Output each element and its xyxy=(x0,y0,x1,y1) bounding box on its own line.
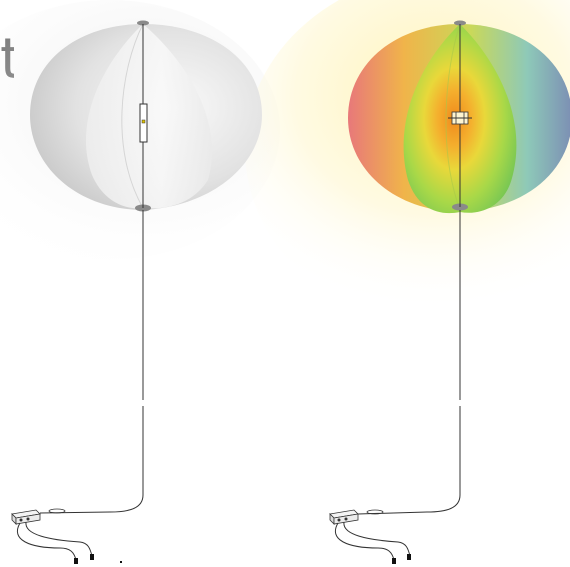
unlit-tether xyxy=(39,210,144,514)
lit-tether xyxy=(357,210,461,515)
unlit-balloon-front-lobe xyxy=(85,24,213,209)
lit-lamp-fixture xyxy=(448,111,472,125)
lit-top-cap xyxy=(454,20,466,26)
unlit-ballast-box xyxy=(11,508,122,564)
lit-ballast-box xyxy=(329,509,411,564)
unlit-balloon xyxy=(30,20,262,212)
lit-balloon xyxy=(348,20,570,214)
unlit-top-cap xyxy=(137,20,149,26)
